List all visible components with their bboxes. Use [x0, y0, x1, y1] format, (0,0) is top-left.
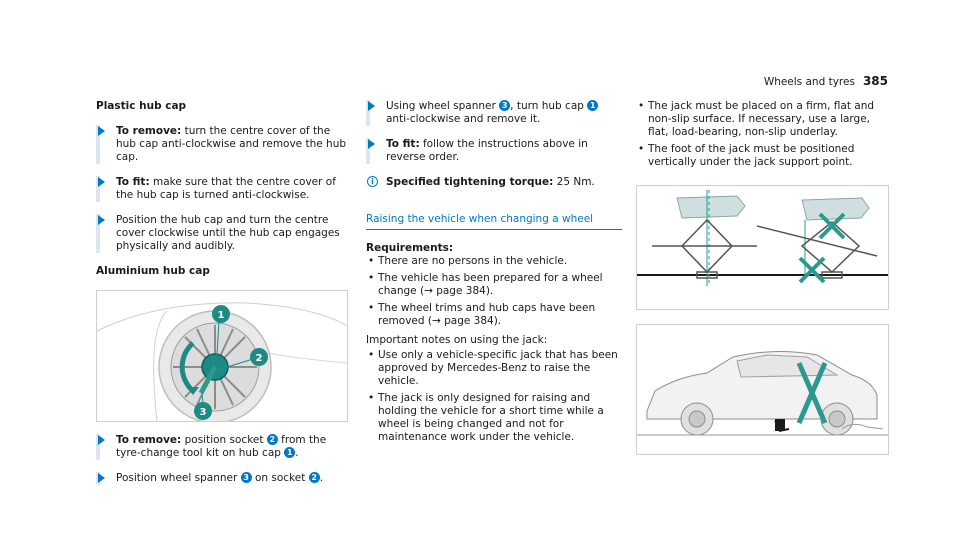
heading-plastic-hub-cap: Plastic hub cap — [96, 100, 187, 112]
step-bar — [96, 214, 100, 253]
heading-aluminium-hub-cap: Aluminium hub cap — [96, 265, 210, 277]
callout-badge: 2 — [308, 472, 320, 483]
callout-3: 3 — [200, 407, 207, 418]
jack-placement-list: The jack must be placed on a firm, flat … — [636, 100, 892, 169]
step-text: Using wheel spanner — [386, 100, 500, 112]
step-aluminium-position: Position wheel spanner 3 on socket 2. — [96, 472, 352, 485]
callout-badge: 3 — [499, 100, 511, 111]
jack-position-illustration — [636, 185, 889, 310]
column-right: The jack must be placed on a firm, flat … — [636, 100, 892, 455]
step-label: To remove: — [116, 434, 182, 446]
step-text: , turn hub cap — [510, 100, 588, 112]
step-fit: To fit: follow the instructions above in… — [366, 138, 622, 164]
step-bar — [366, 100, 370, 126]
step-arrow-icon — [98, 435, 105, 445]
car-jack-warning-illustration — [636, 324, 889, 455]
callout-1: 1 — [218, 310, 225, 321]
callout-badge: 1 — [284, 447, 296, 458]
step-text: from the tyre-change tool kit on hub cap — [116, 434, 327, 459]
list-item: The wheel trims and hub caps have been r… — [366, 302, 622, 328]
step-text: on socket — [251, 472, 309, 484]
step-text: anti-clockwise and remove it. — [386, 113, 541, 125]
callout-badge: 3 — [240, 472, 252, 483]
list-item: The jack must be placed on a firm, flat … — [636, 100, 892, 139]
step-label: To remove: — [116, 125, 182, 137]
torque-label: Specified tightening torque: — [386, 176, 554, 188]
car-drawing — [637, 350, 888, 436]
notes-intro: Important notes on using the jack: — [366, 334, 548, 346]
step-text: Position the hub cap and turn the centre… — [116, 214, 340, 252]
notes-list: Use only a vehicle-specific jack that ha… — [366, 349, 622, 444]
step-text: turn the centre cover of the hub cap ant… — [116, 125, 347, 163]
step-arrow-icon — [98, 126, 105, 136]
subheading-raising-vehicle: Raising the vehicle when changing a whee… — [366, 213, 622, 230]
list-item: Use only a vehicle-specific jack that ha… — [366, 349, 622, 388]
step-plastic-position: Position the hub cap and turn the centre… — [96, 214, 352, 253]
step-text: Position wheel spanner — [116, 472, 241, 484]
wheel-drawing: 1 2 3 — [97, 302, 347, 421]
step-plastic-fit: To fit: make sure that the centre cover … — [96, 176, 352, 202]
step-using-spanner: Using wheel spanner 3, turn hub cap 1 an… — [366, 100, 622, 126]
info-icon: i — [367, 176, 378, 187]
list-item: The jack is only designed for raising an… — [366, 392, 622, 444]
step-aluminium-remove: To remove: position socket 2 from the ty… — [96, 434, 352, 460]
section-title: Wheels and tyres — [763, 76, 855, 88]
step-text: . — [295, 447, 299, 459]
step-arrow-icon — [368, 139, 375, 149]
callout-badge: 2 — [266, 434, 278, 445]
list-item: The foot of the jack must be positioned … — [636, 143, 892, 169]
requirements-title: Requirements: — [366, 242, 454, 254]
step-text: make sure that the centre cover of the h… — [116, 176, 336, 201]
step-arrow-icon — [368, 101, 375, 111]
jack-drawing — [637, 190, 888, 286]
callout-badge: 1 — [587, 100, 599, 111]
list-item: There are no persons in the vehicle. — [366, 255, 622, 268]
step-text: position socket — [181, 434, 267, 446]
step-arrow-icon — [98, 215, 105, 225]
column-left: Plastic hub cap To remove: turn the cent… — [96, 100, 352, 497]
torque-info: i Specified tightening torque: 25 Nm. — [366, 176, 622, 189]
step-arrow-icon — [98, 177, 105, 187]
step-label: To fit: — [116, 176, 150, 188]
list-item: The vehicle has been prepared for a whee… — [366, 272, 622, 298]
step-bar — [366, 138, 370, 164]
callout-2: 2 — [256, 353, 263, 364]
step-text: follow the instructions above in reverse… — [386, 138, 588, 163]
wheel-illustration: 1 2 3 — [96, 290, 348, 422]
step-bar — [96, 176, 100, 202]
requirements-list: There are no persons in the vehicle. The… — [366, 255, 622, 328]
step-bar — [96, 434, 100, 460]
step-text: . — [319, 472, 324, 484]
step-arrow-icon — [98, 473, 105, 483]
step-label: To fit: — [386, 138, 420, 150]
page-number: 385 — [862, 74, 888, 88]
step-bar — [96, 125, 100, 164]
page-header: Wheels and tyres 385 — [764, 75, 888, 89]
column-middle: Using wheel spanner 3, turn hub cap 1 an… — [366, 100, 622, 448]
step-plastic-remove: To remove: turn the centre cover of the … — [96, 125, 352, 164]
torque-value: 25 Nm. — [553, 176, 595, 188]
